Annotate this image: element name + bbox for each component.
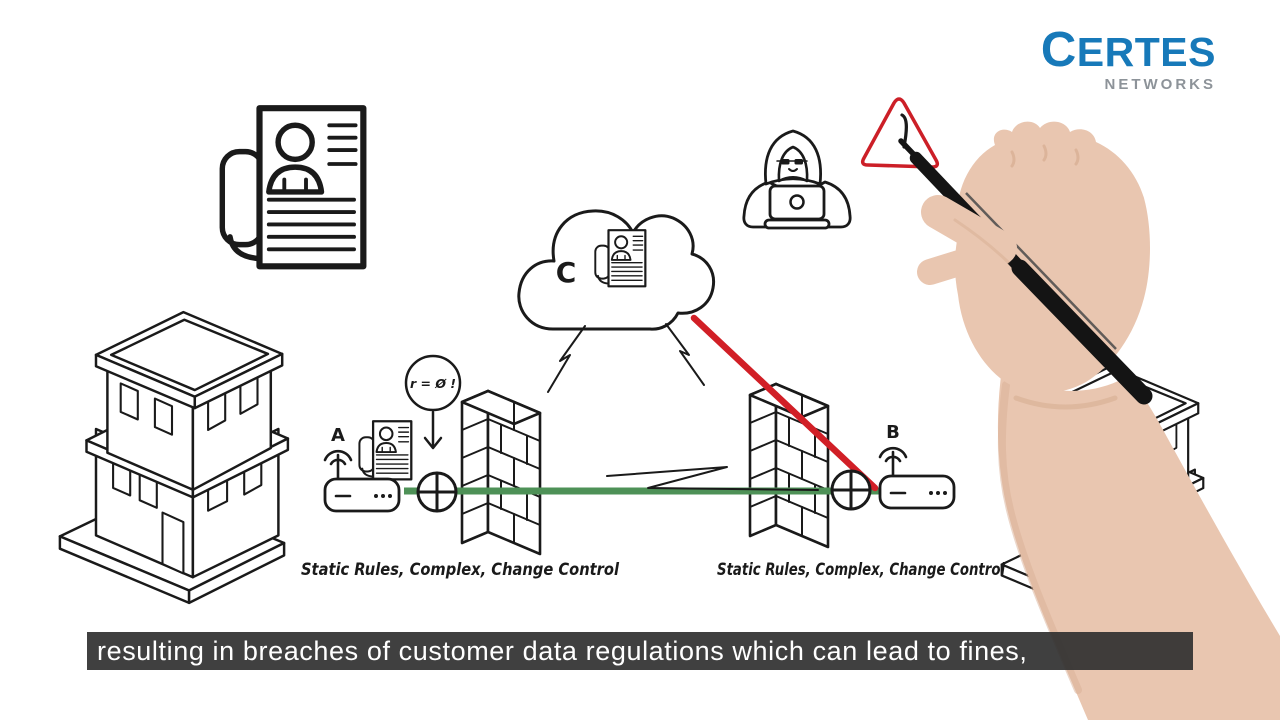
firewall-left-caption: Static Rules, Complex, Change Control — [301, 560, 620, 580]
hand-with-pen — [898, 121, 1280, 720]
cloud-icon: C — [517, 209, 716, 331]
router-a-label: A — [331, 425, 345, 446]
attack-line — [690, 314, 879, 492]
thumb — [917, 242, 998, 285]
hacker-icon — [742, 129, 852, 230]
lightning-bolt-middle-icon — [606, 466, 819, 491]
lightning-bolt-left-icon — [547, 325, 586, 393]
encryption-node-right-icon — [830, 469, 872, 511]
subtitle-bar: resulting in breaches of customer data r… — [87, 632, 1193, 670]
subtitle-text: resulting in breaches of customer data r… — [97, 635, 1028, 666]
router-b-label: B — [886, 422, 900, 443]
rule-bubble-text: r = Ø ! — [410, 376, 456, 391]
customer-data-document-icon — [222, 108, 363, 266]
router-b-icon — [878, 446, 956, 510]
office-building-left-icon — [58, 310, 290, 605]
laptop-icon — [763, 184, 831, 230]
firewall-left-icon — [460, 389, 542, 556]
brand-tagline: NETWORKS — [1104, 76, 1216, 93]
firewall-right-caption: Static Rules, Complex, Change Control — [717, 560, 1006, 580]
encryption-node-left-icon — [416, 471, 458, 513]
fist — [955, 121, 1150, 393]
lightning-bolt-right-icon — [665, 323, 705, 386]
brand-name: CERTES — [1040, 23, 1216, 77]
brand-logo: CERTES NETWORKS — [1040, 23, 1216, 93]
cloud-label: C — [556, 256, 577, 289]
alert-triangle-icon — [860, 97, 940, 169]
rule-bubble: r = Ø ! — [404, 354, 462, 450]
site-a-document-icon — [358, 420, 413, 481]
sunglasses-icon — [776, 159, 808, 165]
